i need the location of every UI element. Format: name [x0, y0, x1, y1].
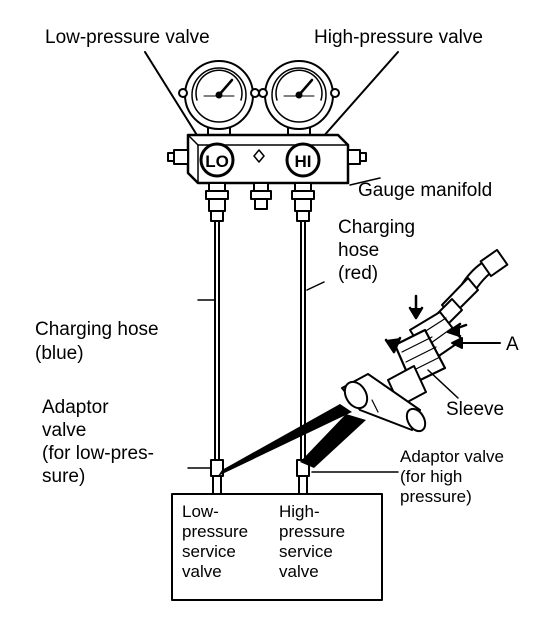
hi-knob-label: HI: [295, 152, 312, 171]
connection-wedge-high: [300, 414, 366, 468]
service-valve-box: [171, 493, 383, 601]
leader-sleeve: [427, 369, 459, 399]
lo-knob: [199, 142, 235, 178]
manifold-bottom-fittings: [205, 182, 315, 222]
adaptor-valve-low: [210, 459, 224, 495]
manifold-body: [167, 133, 367, 185]
hi-knob: [285, 142, 321, 178]
leader-low-pressure-valve: [144, 51, 201, 141]
label-charging-hose-blue: Charging hose (blue): [35, 319, 159, 364]
adaptor-valve-high: [296, 459, 310, 495]
connection-wedge-low: [218, 404, 352, 476]
label-gauge-manifold: Gauge manifold: [358, 180, 493, 201]
lo-knob-label: LO: [205, 152, 229, 171]
label-adaptor-valve-low: Adaptor valve (for low-pres- sure): [42, 397, 154, 487]
charging-hose-red: [300, 220, 306, 461]
label-high-pressure-service-valve: High- pressure service valve: [279, 502, 346, 581]
leader-gauge-manifold: [349, 177, 381, 186]
label-low-pressure-service-valve: Low- pressure service valve: [182, 502, 249, 581]
label-low-pressure-valve: Low-pressure valve: [45, 27, 210, 48]
quick-coupler-assembly: [341, 248, 509, 433]
arrowhead-a: [451, 337, 463, 349]
label-callout-a: A: [506, 334, 519, 355]
leader-charging-hose-red: [306, 281, 325, 291]
motion-arrows: [384, 294, 468, 354]
label-charging-hose-red: Charging hose (red): [338, 217, 416, 284]
low-pressure-gauge: [178, 60, 260, 139]
charging-hose-blue: [214, 220, 220, 461]
label-high-pressure-valve: High-pressure valve: [314, 27, 483, 48]
label-sleeve: Sleeve: [446, 399, 505, 420]
leader-high-pressure-valve: [321, 51, 399, 139]
label-adaptor-valve-high: Adaptor valve (for high pressure): [400, 447, 504, 506]
high-pressure-gauge: [258, 60, 340, 139]
